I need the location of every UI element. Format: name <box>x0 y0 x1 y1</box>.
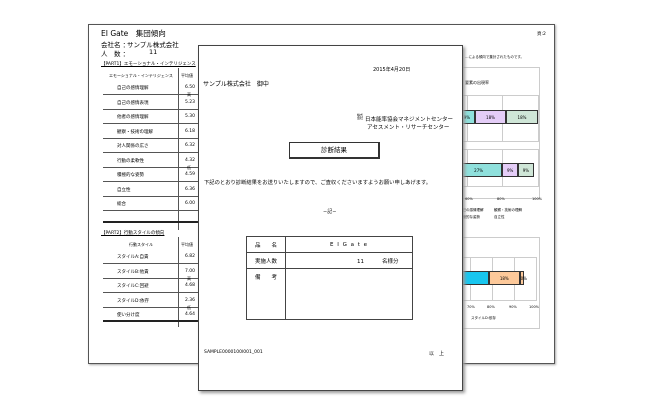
people-count: 11 <box>149 48 158 56</box>
part1-avg-header: 平均値 <box>181 73 193 78</box>
part1-col-header: エモーショナル・インテリジェンス <box>109 73 173 78</box>
score-label: 自己の感情理解 <box>117 86 149 91</box>
score-label: 対人関係の広さ <box>117 144 149 149</box>
score-label: 積極的な姿勢 <box>117 173 144 178</box>
letter-date: 2015年4月20日 <box>373 67 411 73</box>
part2-title: 【PART2】行動スタイルの傾向 <box>101 231 165 236</box>
score-value: 6.82 <box>185 254 196 259</box>
score-value: 6.50 <box>185 85 196 90</box>
part2-col-header: 行動スタイル <box>129 242 153 247</box>
score-value: 6.18 <box>185 128 196 134</box>
score-row: スタイルA:自責 6.82 <box>103 252 199 264</box>
axis-tick: 90% <box>509 305 517 309</box>
legend-item: 自己の感情理解 <box>459 208 484 212</box>
axis-tick: 80% <box>497 197 505 201</box>
page-number: 頁:2 <box>537 32 546 37</box>
score-value: 6.32 <box>185 143 196 148</box>
count-label: 実施人数 <box>246 252 286 269</box>
score-label: 自己の感情表現 <box>117 100 149 106</box>
remarks-value <box>285 268 413 320</box>
part1-title: 【PART1】エモーショナル・インテリジェンス <box>101 62 196 67</box>
report-title: EI Gate 集団傾向 <box>101 29 166 38</box>
chart-bar: 9% <box>502 163 518 177</box>
score-value: 4.64 <box>185 312 196 317</box>
score-row: 他者の感情理解 5.30 <box>103 112 199 124</box>
score-mark: 高 <box>187 275 191 281</box>
score-row: 観察・技術の理解 6.18 <box>103 127 199 139</box>
legend-item: 自立性 <box>494 215 505 219</box>
score-row: 対人関係の広さ 6.32 <box>103 141 199 153</box>
score-value: 6.36 <box>185 186 196 192</box>
axis-tick: 100% <box>532 197 543 201</box>
score-label: 自立性 <box>117 187 131 193</box>
legend-item: 観察・技術の理解 <box>494 208 522 212</box>
score-value: 5.30 <box>185 114 196 119</box>
score-value: 6.00 <box>185 201 196 206</box>
org-prefix: 株式会社 <box>357 113 364 120</box>
score-label: 総合 <box>117 202 126 207</box>
addressee: サンプル株式会社 御中 <box>203 81 269 88</box>
document-code: SAMPLE0000100l001_001 <box>204 350 263 355</box>
org-name: 日本能率協会マネジメントセンター <box>365 117 454 123</box>
ki-marker: −記− <box>323 209 337 215</box>
score-label: スタイルC:回避 <box>117 284 149 289</box>
score-value: 4.68 <box>185 283 196 288</box>
score-label: スタイルD:依存 <box>117 298 149 304</box>
count-unit: 名様分 <box>382 258 399 265</box>
chart1-title: 要素の出現率 <box>465 80 489 85</box>
score-row: 積極的な姿勢 4.59 <box>103 170 199 182</box>
company-name: サンプル株式会社 <box>127 41 179 49</box>
score-label: 他者の感情理解 <box>117 115 149 120</box>
score-label: 行動の柔軟性 <box>117 158 144 164</box>
chart-bar: 18% <box>489 271 520 285</box>
score-mark: 低 <box>187 304 191 310</box>
chart-bar: 18% <box>474 110 507 124</box>
product-label: 品 名 <box>246 236 286 253</box>
score-label: 使い分け度 <box>117 313 140 318</box>
score-value: 4.59 <box>185 172 196 177</box>
chart-bar: 0% <box>519 271 527 285</box>
axis-tick: 100% <box>529 305 540 309</box>
score-row: 自己の感情表現 5.23 <box>103 98 199 110</box>
score-value: 7.00 <box>185 268 196 274</box>
chart-bar: 9% <box>518 163 534 177</box>
people-label: 人 数 ： <box>101 50 130 58</box>
score-label: スタイルB:他責 <box>117 269 149 275</box>
score-row: 自己の感情理解 6.50 高 <box>103 83 199 97</box>
org-department: アセスメント・リサーチセンター <box>367 125 450 131</box>
end-marker: 以 上 <box>429 351 445 357</box>
axis-tick: 80% <box>487 305 495 309</box>
legend-item: スタイルD:依存 <box>471 316 496 320</box>
score-row: スタイルC:回避 4.68 <box>103 281 199 293</box>
remarks-label: 備 考 <box>246 268 286 320</box>
score-value: 5.23 <box>185 99 196 105</box>
score-value: 4.32 <box>185 157 196 163</box>
score-mark: 高 <box>187 92 191 97</box>
chart-bar: 18% <box>506 110 538 124</box>
cover-letter-page: 2015年4月20日 サンプル株式会社 御中 株式会社 日本能率協会マネジメント… <box>198 45 463 391</box>
heading-box: 診断結果 <box>289 142 380 159</box>
count-value: 11 <box>357 258 364 265</box>
score-value: 2.36 <box>185 297 196 303</box>
score-row: 総合 6.00 <box>103 199 199 211</box>
score-mark: 低 <box>187 164 191 170</box>
score-label: 観察・技術の理解 <box>117 129 153 135</box>
score-row: 自立性 6.36 <box>103 185 199 197</box>
axis-tick: 70% <box>467 305 475 309</box>
legend-item: 積極的な姿勢 <box>459 215 480 219</box>
company-label: 会社名 ： <box>101 41 130 49</box>
score-label: スタイルA:自責 <box>117 255 149 260</box>
product-name: E I G a t e <box>285 236 413 253</box>
part2-avg-header: 平均値 <box>181 242 193 247</box>
chart-note: …による傾向で集計されたものです。 <box>465 55 525 59</box>
letter-message: 下記のとおり診断結果をお送りいたしますので、ご査収くださいますようお願い申しあげ… <box>204 180 432 186</box>
axis-tick: 60% <box>465 197 473 201</box>
